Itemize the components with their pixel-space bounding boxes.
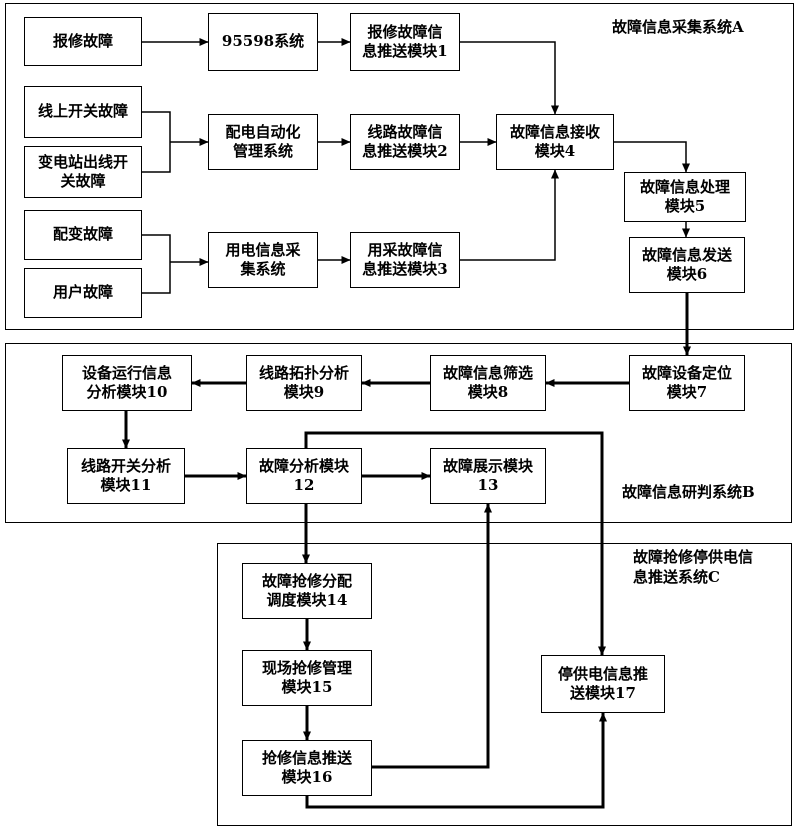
repair-dispatch-module-14: 故障抢修分配 调度模块14: [242, 563, 372, 619]
system-b-frame: [5, 343, 792, 523]
fault-process-module-5: 故障信息处理 模块5: [624, 172, 746, 222]
line-transformer-user: [142, 234, 171, 294]
device-operation-module-10: 设备运行信息 分析模块10: [62, 355, 192, 411]
fault-display-module-13: 故障展示模块 13: [430, 448, 546, 504]
site-repair-module-15: 现场抢修管理 模块15: [242, 650, 372, 706]
fault-filter-module-8: 故障信息筛选 模块8: [430, 355, 546, 411]
fault-receive-module-4: 故障信息接收 模块4: [496, 114, 614, 170]
collect-fault-push-module-3: 用采故障信 息推送模块3: [350, 232, 460, 288]
system-b-label: 故障信息研判系统B: [622, 483, 755, 501]
arrow-push16-to-display13: [372, 503, 492, 769]
distribution-automation-box: 配电自动化 管理系统: [208, 114, 318, 170]
line-switch-fault-box: 线上开关故障: [24, 86, 142, 138]
system-a-label: 故障信息采集系统A: [612, 18, 744, 36]
fault-send-module-6: 故障信息发送 模块6: [629, 237, 745, 293]
fault-locate-module-7: 故障设备定位 模块7: [629, 355, 745, 411]
repair-push-module-16: 抢修信息推送 模块16: [242, 740, 372, 796]
system-c-frame: [217, 543, 792, 826]
repair-push-module-1: 报修故障信 息推送模块1: [350, 13, 460, 71]
line-topology-module-9: 线路拓扑分析 模块9: [246, 355, 362, 411]
substation-switch-fault-box: 变电站出线开 关故障: [24, 146, 142, 198]
power-info-collect-box: 用电信息采 集系统: [208, 232, 318, 288]
arrow-push16-to-power17: [305, 712, 607, 809]
system-a-frame: [5, 3, 794, 330]
repair-fault-box: 报修故障: [24, 17, 142, 66]
arrow-push3-to-receive4: [460, 169, 559, 261]
fault-analysis-module-12: 故障分析模块 12: [246, 448, 362, 504]
transformer-fault-box: 配变故障: [24, 210, 142, 260]
line-switch-module-11: 线路开关分析 模块11: [67, 448, 185, 504]
system-95598-box: 95598系统: [208, 13, 318, 71]
arrow-receive4-to-process5: [614, 141, 690, 173]
system-c-label: 故障抢修停供电信 息推送系统C: [633, 548, 754, 586]
user-fault-box: 用户故障: [24, 268, 142, 318]
line-line-switch: [142, 111, 171, 173]
arrow-push1-to-receive4: [460, 41, 559, 115]
line-fault-push-module-2: 线路故障信 息推送模块2: [350, 114, 460, 170]
arrow-analysis12-to-power17: [304, 431, 606, 656]
